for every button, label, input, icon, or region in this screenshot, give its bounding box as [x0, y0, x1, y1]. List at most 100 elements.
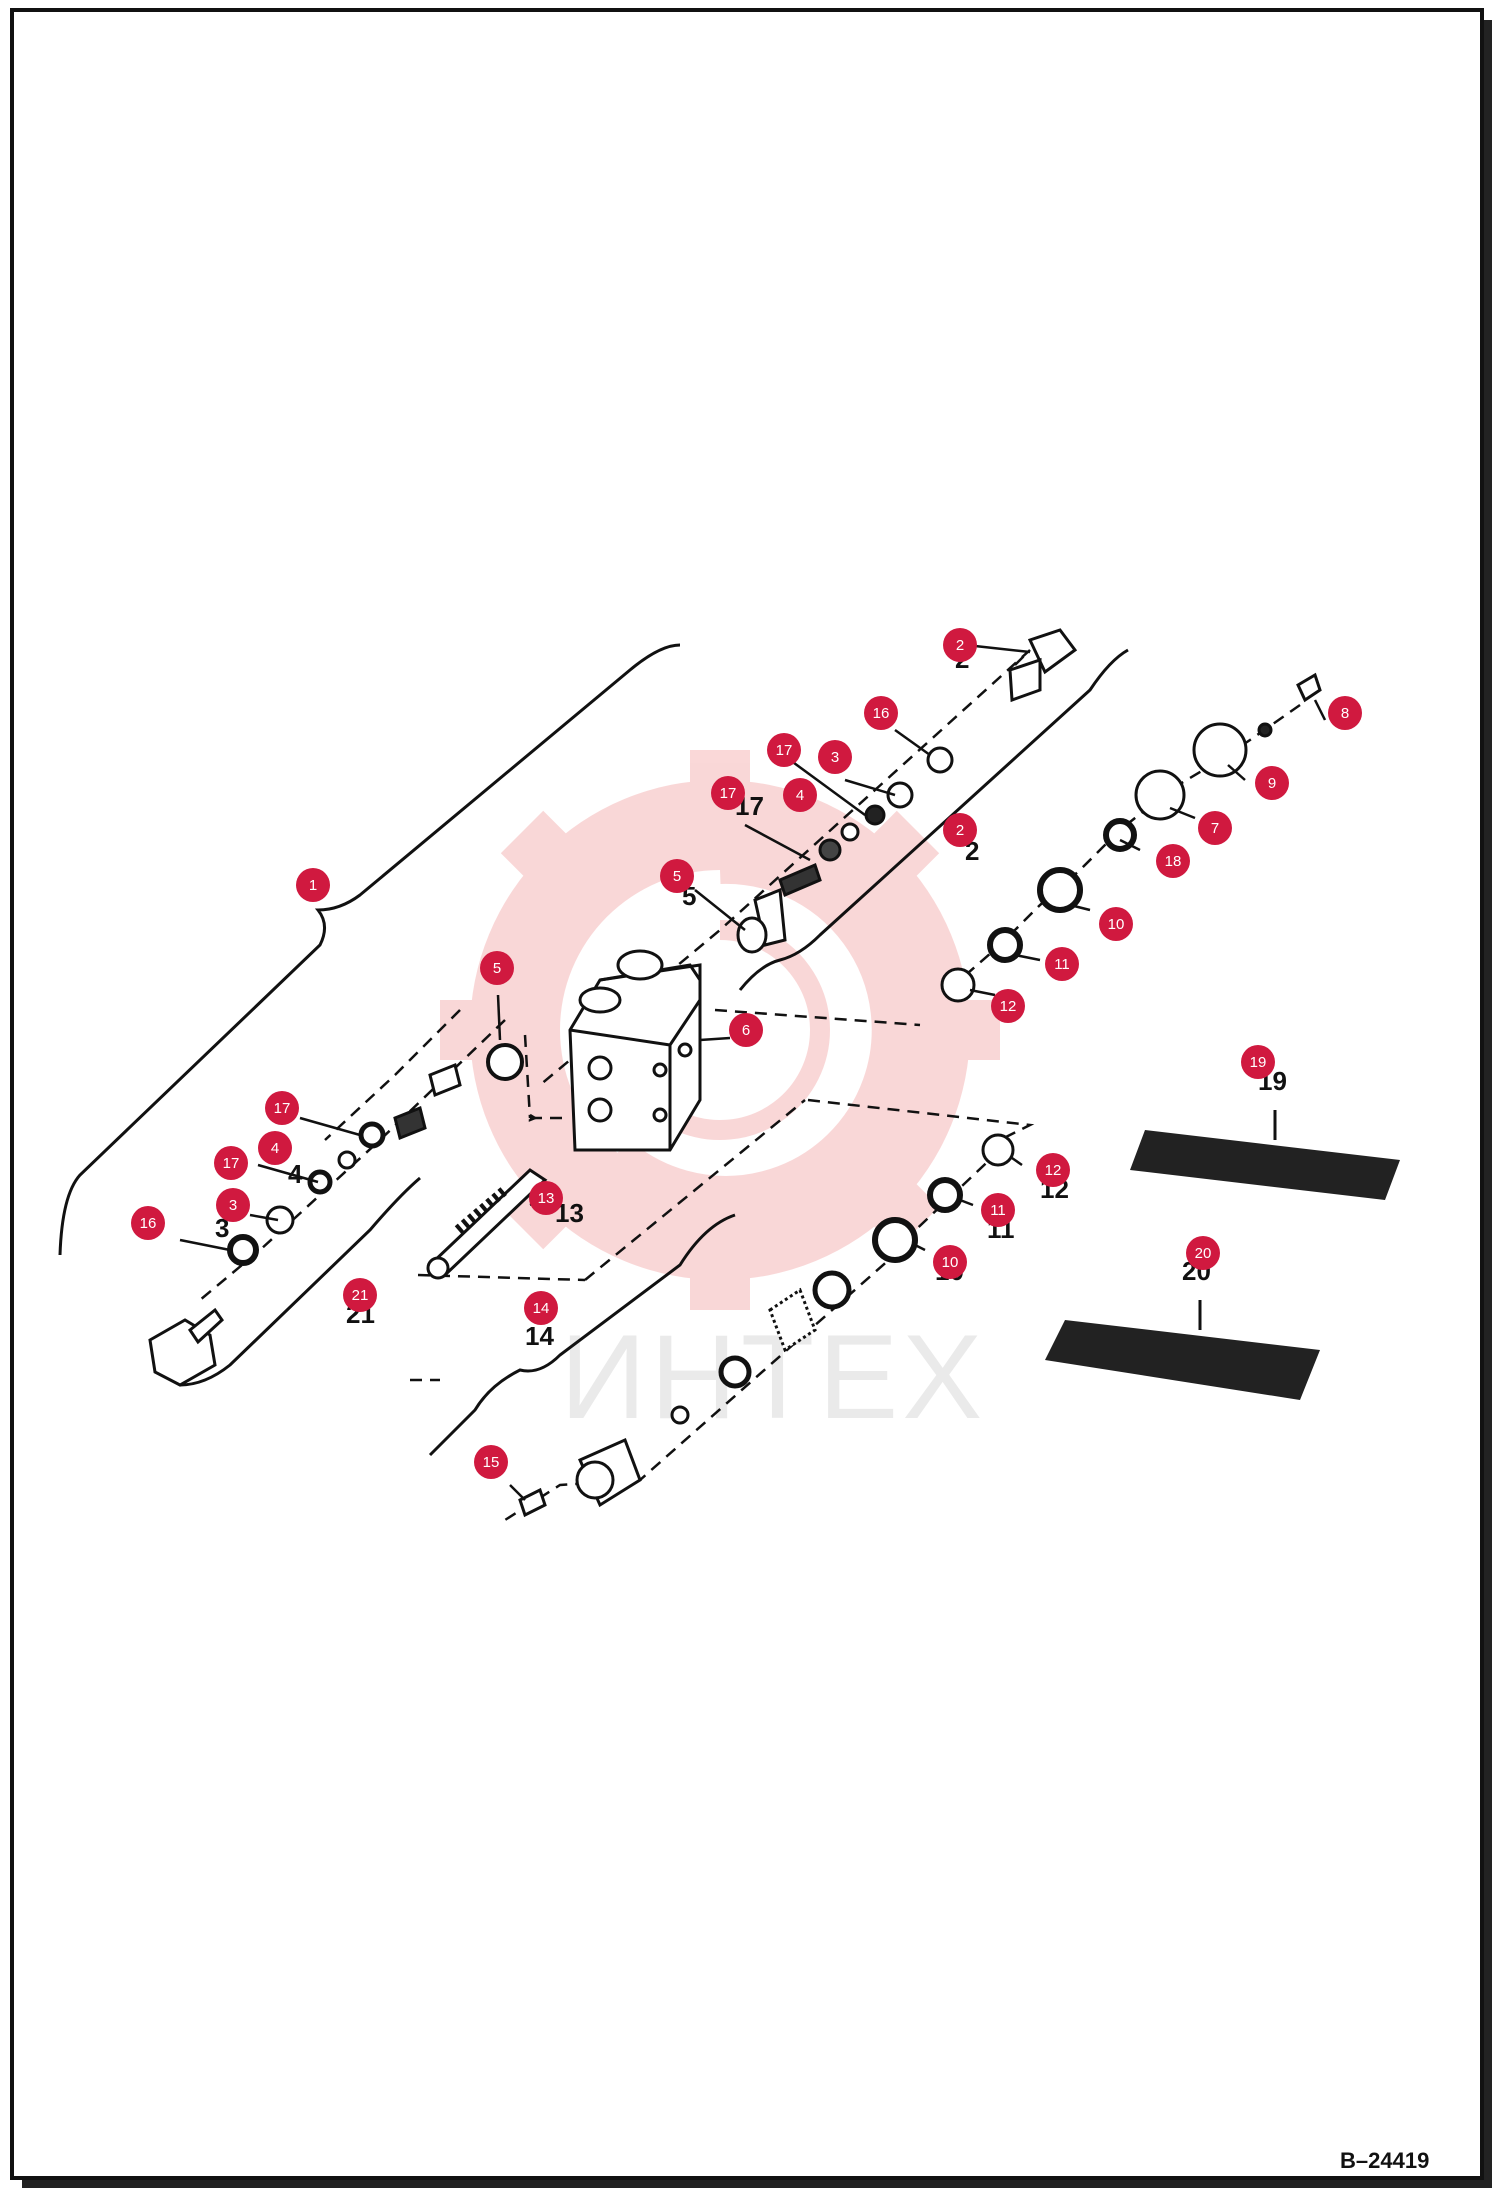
brace-item-2 [738, 648, 1129, 991]
callout-17: 17 [265, 1091, 299, 1125]
brace-item-21 [179, 1176, 421, 1387]
callout-2: 2 [943, 813, 977, 847]
svg-text:17: 17 [223, 1155, 240, 1172]
svg-text:3: 3 [229, 1197, 237, 1214]
callout-13: 13 [529, 1181, 563, 1215]
callout-9: 9 [1255, 766, 1289, 800]
oring-12-low [981, 1133, 1015, 1167]
callout-11: 11 [1045, 947, 1079, 981]
brace-item-14 [428, 1213, 736, 1457]
callout-5: 5 [660, 859, 694, 893]
svg-text:7: 7 [1211, 820, 1219, 837]
decal-19 [1130, 1130, 1400, 1200]
svg-text:14: 14 [533, 1300, 550, 1317]
callout-16: 16 [131, 1206, 165, 1240]
callout-8: 8 [1328, 696, 1362, 730]
decals [1045, 1110, 1400, 1400]
callout-19: 19 [1241, 1045, 1275, 1079]
oring-12-top [940, 967, 976, 1003]
svg-text:18: 18 [1165, 853, 1182, 870]
svg-text:3: 3 [831, 749, 839, 766]
svg-text:2: 2 [956, 637, 964, 654]
svg-text:10: 10 [1108, 916, 1125, 933]
svg-text:4: 4 [796, 787, 804, 804]
svg-text:5: 5 [673, 868, 681, 885]
plate-7 [1134, 769, 1186, 821]
callout-12: 12 [991, 989, 1025, 1023]
fitting-8 [1296, 672, 1322, 703]
label-3: 3 [215, 1213, 229, 1243]
callout-20: 20 [1186, 1236, 1220, 1270]
sheet-shadow-right [1484, 20, 1492, 2186]
seal-16-top [926, 746, 954, 774]
seal-16-left [227, 1234, 259, 1266]
cover-9 [1192, 722, 1248, 778]
svg-text:21: 21 [352, 1287, 369, 1304]
callout-14: 14 [524, 1291, 558, 1325]
svg-text:17: 17 [274, 1100, 291, 1117]
spool-13 [426, 1168, 548, 1280]
drawing-id: B–24419 [1340, 2148, 1430, 2173]
svg-text:20: 20 [1195, 1245, 1212, 1262]
callout-10: 10 [933, 1245, 967, 1279]
lower-part-stack [518, 1133, 1015, 1518]
svg-text:12: 12 [1000, 998, 1017, 1015]
callout-21: 21 [343, 1278, 377, 1312]
callout-17: 17 [767, 733, 801, 767]
ring-11-low [927, 1177, 963, 1213]
ring-10-top [1037, 867, 1083, 913]
callout-15: 15 [474, 1445, 508, 1479]
seal-18 [1103, 818, 1137, 852]
callout-leaders [179, 644, 1327, 1501]
callout-11: 11 [981, 1193, 1015, 1227]
label-14: 14 [525, 1321, 554, 1351]
callout-4: 4 [783, 778, 817, 812]
callout-7: 7 [1198, 811, 1232, 845]
svg-text:16: 16 [873, 705, 890, 722]
label-4: 4 [288, 1159, 303, 1189]
callout-6: 6 [729, 1013, 763, 1047]
callout-2: 2 [943, 628, 977, 662]
svg-text:11: 11 [990, 1202, 1006, 1219]
callout-3: 3 [818, 740, 852, 774]
oring-5-left [486, 1043, 524, 1081]
callout-1: 1 [296, 868, 330, 902]
svg-text:19: 19 [1250, 1054, 1267, 1071]
svg-text:6: 6 [742, 1022, 750, 1039]
callout-17: 17 [214, 1146, 248, 1180]
callout-10: 10 [1099, 907, 1133, 941]
svg-text:17: 17 [720, 785, 737, 802]
callout-4: 4 [258, 1131, 292, 1165]
svg-text:8: 8 [1341, 705, 1349, 722]
svg-text:16: 16 [140, 1215, 157, 1232]
svg-text:5: 5 [493, 960, 501, 977]
left-part-stack [148, 1043, 524, 1387]
svg-text:10: 10 [942, 1254, 959, 1271]
callout-16: 16 [864, 696, 898, 730]
svg-text:9: 9 [1268, 775, 1276, 792]
assembly-braces [58, 643, 1129, 1457]
callout-12: 12 [1036, 1153, 1070, 1187]
ring-11-top [987, 927, 1023, 963]
callout-5: 5 [480, 951, 514, 985]
upper-part-stack [736, 628, 1322, 1003]
svg-text:4: 4 [271, 1140, 279, 1157]
brace-item-1 [58, 643, 681, 1256]
valve-body [568, 949, 702, 1152]
svg-text:15: 15 [483, 1454, 500, 1471]
watermark-text: ИНТЕХ [560, 1310, 986, 1444]
ring-10-low [872, 1217, 918, 1263]
callout-markers: 1223344556789101011111212131415161617171… [131, 628, 1362, 1479]
svg-text:13: 13 [538, 1190, 555, 1207]
svg-text:11: 11 [1054, 956, 1070, 973]
svg-text:1: 1 [309, 877, 317, 894]
svg-text:12: 12 [1045, 1162, 1062, 1179]
callout-3: 3 [216, 1188, 250, 1222]
svg-text:2: 2 [956, 822, 964, 839]
callout-17: 17 [711, 776, 745, 810]
svg-text:17: 17 [776, 742, 793, 759]
decal-20 [1045, 1320, 1320, 1400]
callout-18: 18 [1156, 844, 1190, 878]
sheet-shadow-bottom [22, 2180, 1492, 2188]
